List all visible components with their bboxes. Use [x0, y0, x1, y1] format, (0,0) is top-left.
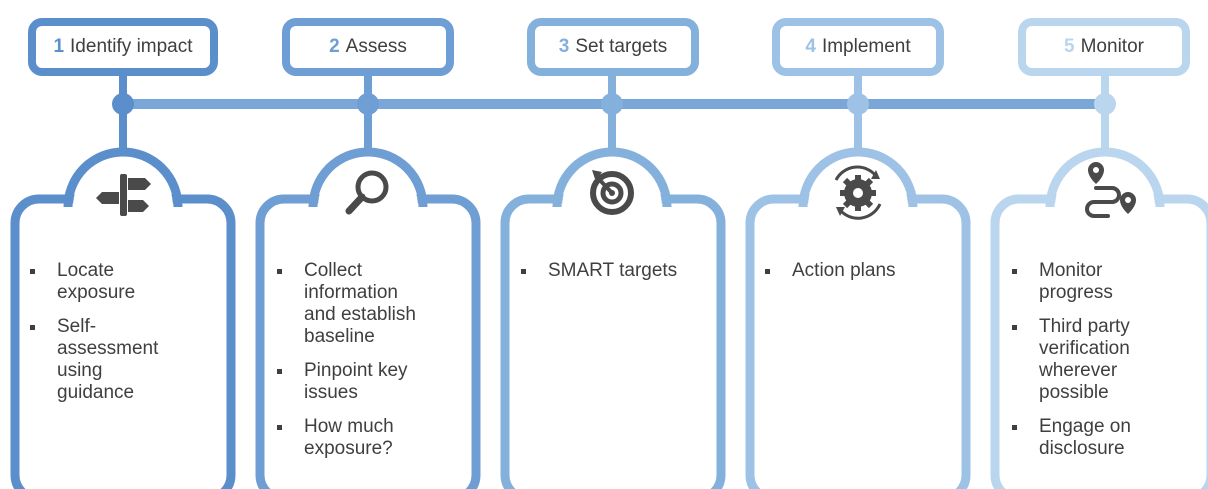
list-item: Action plans — [762, 260, 912, 282]
step-2-title: 2 Assess — [286, 24, 450, 70]
list-item: SMART targets — [518, 260, 708, 282]
step-3-number: 3 — [558, 36, 570, 57]
step-4-number: 4 — [805, 36, 816, 57]
list-item: Self-assessment using guidance — [27, 316, 177, 404]
step-5-bullets: Monitor progress Third party verificatio… — [1009, 260, 1159, 472]
list-item: Third party verification wherever possib… — [1009, 316, 1159, 404]
step-1-title-text: Identify impact — [70, 36, 193, 57]
signpost-icon — [96, 174, 151, 216]
step-1-graphic — [10, 18, 236, 489]
list-item: Collect information and establish baseli… — [274, 260, 424, 348]
target-icon — [590, 170, 634, 215]
step-3-title-text: Set targets — [575, 36, 668, 57]
step-1-bullets: Locate exposure Self-assessment using gu… — [27, 260, 177, 416]
step-2-bullets: Collect information and establish baseli… — [274, 260, 424, 472]
step-4-graphic — [745, 18, 971, 489]
step-2-title-text: Assess — [345, 36, 407, 57]
step-4-title-text: Implement — [821, 36, 911, 57]
gear-cycle-icon — [834, 165, 882, 220]
step-3-title: 3 Set targets — [531, 24, 695, 70]
magnifier-icon — [345, 170, 389, 215]
step-5-title: 5 Monitor — [1022, 24, 1186, 70]
step-3-bullets: SMART targets — [518, 260, 708, 294]
list-item: Pinpoint key issues — [274, 360, 424, 404]
list-item: Locate exposure — [27, 260, 177, 304]
step-1-number: 1 — [53, 36, 65, 57]
step-5-title-text: Monitor — [1080, 36, 1144, 57]
list-item: Engage on disclosure — [1009, 416, 1159, 460]
step-4-bullets: Action plans — [762, 260, 912, 294]
list-item: Monitor progress — [1009, 260, 1159, 304]
step-1-title: 1 Identify impact — [32, 24, 214, 70]
route-pin-icon — [1085, 162, 1136, 218]
step-5-number: 5 — [1064, 36, 1075, 57]
list-item: How much exposure? — [274, 416, 424, 460]
step-5-graphic — [990, 18, 1208, 489]
step-2-number: 2 — [329, 36, 340, 57]
step-4-title: 4 Implement — [776, 24, 940, 70]
step-3-graphic — [500, 18, 726, 489]
step-2-graphic — [255, 18, 481, 489]
